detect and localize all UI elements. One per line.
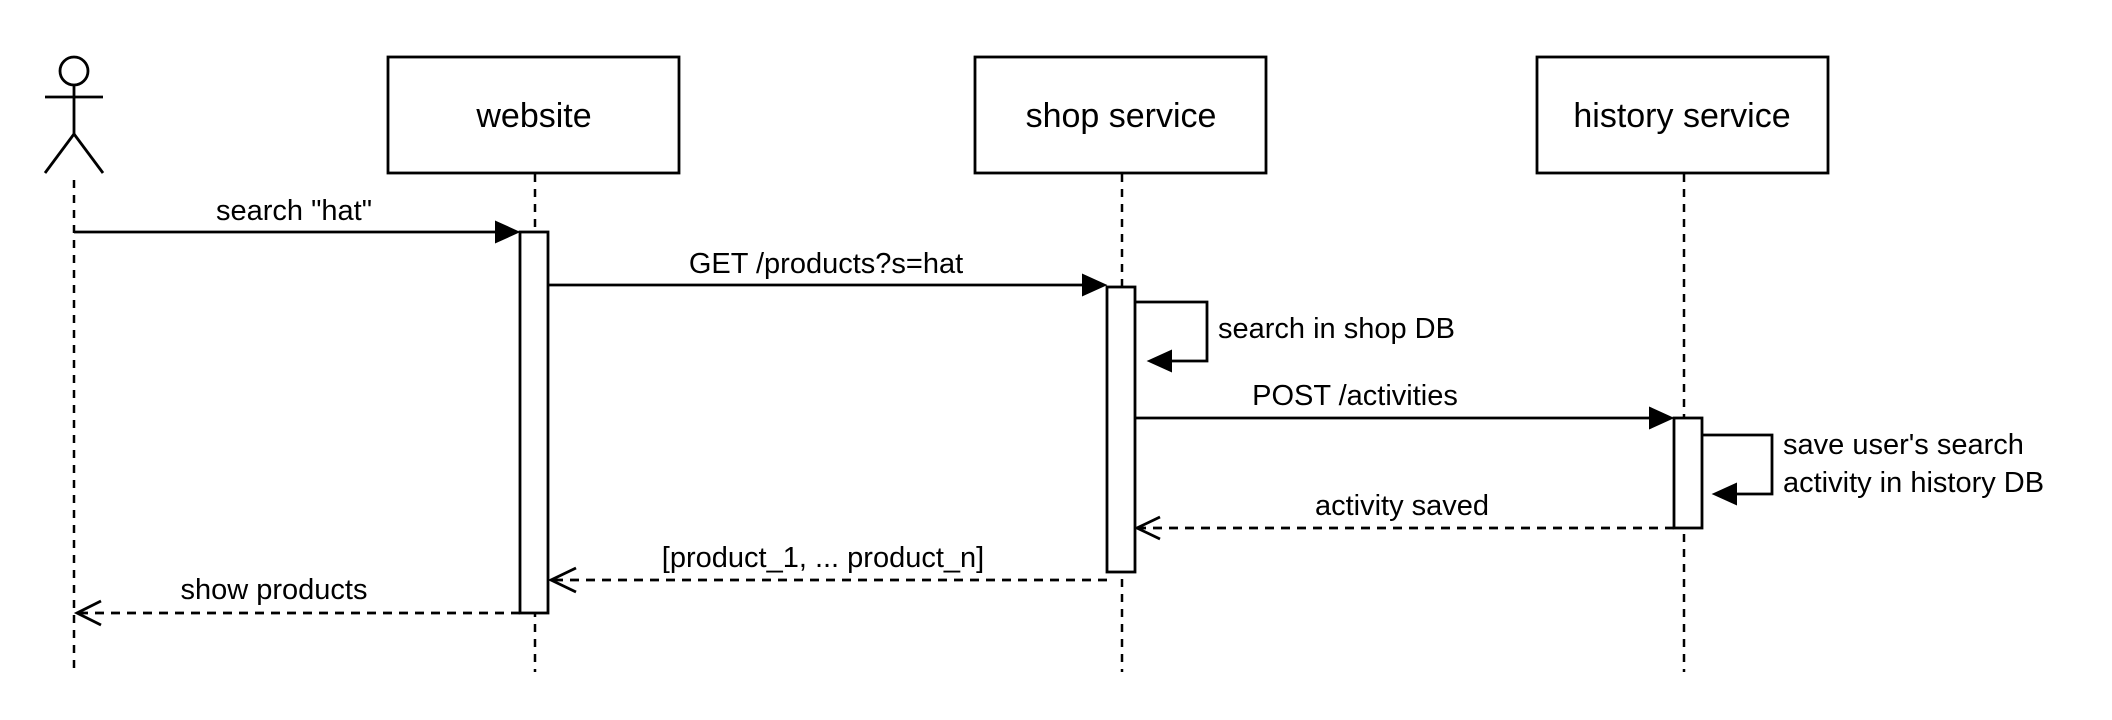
message-search-in-shop-db: search in shop DB — [1135, 300, 1455, 373]
arrowhead — [1133, 515, 1161, 541]
shop-service-activation-bar — [1105, 285, 1137, 574]
arrowhead — [1146, 349, 1172, 373]
history-service-activation-bar — [1672, 416, 1704, 530]
message-label: activity saved — [1315, 490, 1489, 522]
message-label: search "hat" — [216, 195, 372, 227]
website-activation-bar — [518, 230, 550, 615]
participant-box — [1535, 55, 1830, 175]
participant-website: website — [386, 55, 681, 175]
message-save-search-activity: save user's search activity in history D… — [1702, 429, 2044, 506]
message-get-products: GET /products?s=hat — [548, 248, 1108, 297]
participant-box — [386, 55, 681, 175]
participant-label: website — [475, 97, 591, 135]
participant-history-service: history service — [1535, 55, 1830, 175]
self-call-line — [1135, 300, 1209, 363]
message-label: POST /activities — [1252, 380, 1458, 412]
message-label: [product_1, ... product_n] — [662, 542, 984, 574]
message-label-line-2: activity in history DB — [1783, 467, 2044, 499]
arrowhead — [495, 220, 521, 244]
message-show-products: show products — [73, 574, 520, 627]
participant-label: shop service — [1026, 97, 1217, 135]
message-search-hat: search "hat" — [74, 195, 521, 244]
arrowhead — [1082, 273, 1108, 297]
message-product-list: [product_1, ... product_n] — [547, 542, 1107, 594]
message-post-activities: POST /activities — [1135, 380, 1675, 430]
arrowhead — [1711, 482, 1737, 506]
participant-label: history service — [1573, 97, 1790, 135]
self-call-line — [1702, 433, 1774, 496]
arrowhead — [547, 566, 577, 594]
arrowhead — [1649, 406, 1675, 430]
actor-figure — [43, 55, 105, 174]
participant-shop-service: shop service — [973, 55, 1268, 175]
message-label: show products — [181, 574, 368, 606]
message-label-line-1: save user's search — [1783, 429, 2024, 461]
message-activity-saved: activity saved — [1133, 490, 1674, 541]
arrowhead — [73, 599, 102, 627]
message-label: GET /products?s=hat — [689, 248, 963, 280]
participant-box — [973, 55, 1268, 175]
message-label: search in shop DB — [1218, 313, 1455, 345]
